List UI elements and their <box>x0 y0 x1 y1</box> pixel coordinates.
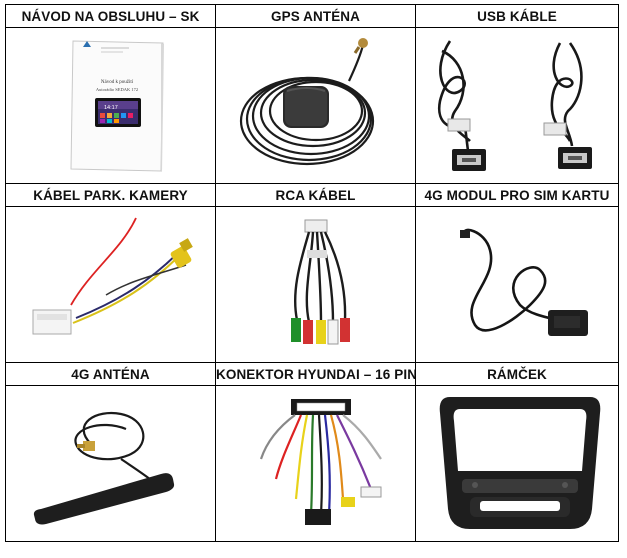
4g-antenna-icon <box>33 411 174 524</box>
parking-camera-cable-icon <box>32 217 193 334</box>
sim-module-icon <box>459 228 588 336</box>
item-image-4g-antenna <box>5 385 216 542</box>
item-image-rca-cable <box>215 206 416 363</box>
item-image-usb-cables <box>415 27 619 184</box>
item-label-frame: RÁMČEK <box>415 362 619 386</box>
item-label-hyundai-connector: KONEKTOR HYUNDAI – 16 PIN <box>215 362 416 386</box>
item-label-parking-camera-cable: KÁBEL PARK. KAMERY <box>5 183 216 207</box>
item-image-hyundai-connector <box>215 385 416 542</box>
item-label-manual: NÁVOD NA OBSLUHU – SK <box>5 4 216 28</box>
manual-clock: 14:17 <box>104 105 118 111</box>
item-image-gps-antenna <box>215 27 416 184</box>
gps-antenna-icon <box>239 37 374 165</box>
item-image-frame <box>415 385 619 542</box>
harness-connector-icon <box>259 398 382 525</box>
item-image-parking-camera-cable <box>5 206 216 363</box>
item-label-usb-cables: USB KÁBLE <box>415 4 619 28</box>
accessories-table: NÁVOD NA OBSLUHU – SK GPS ANTÉNA USB KÁB… <box>5 4 619 542</box>
item-image-manual: Návod k použití Autorádio SEDAK 172 14:1… <box>5 27 216 184</box>
usb-cables-icon <box>437 39 592 171</box>
dash-frame-icon <box>439 396 600 529</box>
manual-booklet-icon: Návod k použití Autorádio SEDAK 172 14:1… <box>69 39 164 172</box>
item-label-gps-antenna: GPS ANTÉNA <box>215 4 416 28</box>
item-image-4g-module <box>415 206 619 363</box>
item-label-4g-module: 4G MODUL PRO SIM KARTU <box>415 183 619 207</box>
manual-title: Návod k použití <box>100 80 133 85</box>
item-label-rca-cable: RCA KÁBEL <box>215 183 416 207</box>
rca-cable-icon <box>290 219 350 344</box>
manual-subtitle: Autorádio SEDAK 172 <box>95 87 137 92</box>
item-label-4g-antenna: 4G ANTÉNA <box>5 362 216 386</box>
